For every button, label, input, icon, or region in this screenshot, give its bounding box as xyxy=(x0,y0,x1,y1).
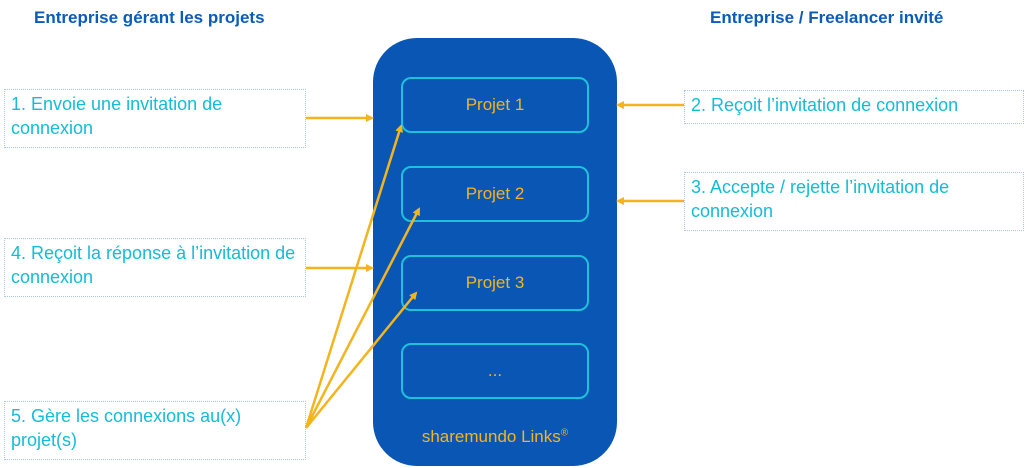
project-box-more: ... xyxy=(401,343,589,399)
step-3-accept-reject: 3. Accepte / rejette l’invitation de con… xyxy=(684,172,1024,231)
step-2-receive-invitation: 2. Reçoit l’invitation de connexion xyxy=(684,90,1024,124)
step-4-receive-response: 4. Reçoit la réponse à l’invitation de c… xyxy=(4,238,306,297)
brand-name: sharemundo Links xyxy=(421,427,561,446)
project-box-3: Projet 3 xyxy=(401,255,589,311)
right-column-heading: Entreprise / Freelancer invité xyxy=(710,8,944,27)
project-box-1: Projet 1 xyxy=(401,77,589,133)
left-column-heading: Entreprise gérant les projets xyxy=(34,8,265,27)
project-label: Projet 3 xyxy=(465,273,525,292)
project-label: ... xyxy=(487,361,503,380)
project-label: Projet 1 xyxy=(465,95,525,114)
registered-mark: ® xyxy=(560,427,569,439)
project-label: Projet 2 xyxy=(465,184,525,203)
project-box-2: Projet 2 xyxy=(401,166,589,222)
step-1-send-invitation: 1. Envoie une invitation de connexion xyxy=(4,89,306,148)
step-5-manage-connections: 5. Gère les connexions au(x) projet(s) xyxy=(4,401,306,460)
platform-brand: sharemundo Links® xyxy=(373,427,617,447)
